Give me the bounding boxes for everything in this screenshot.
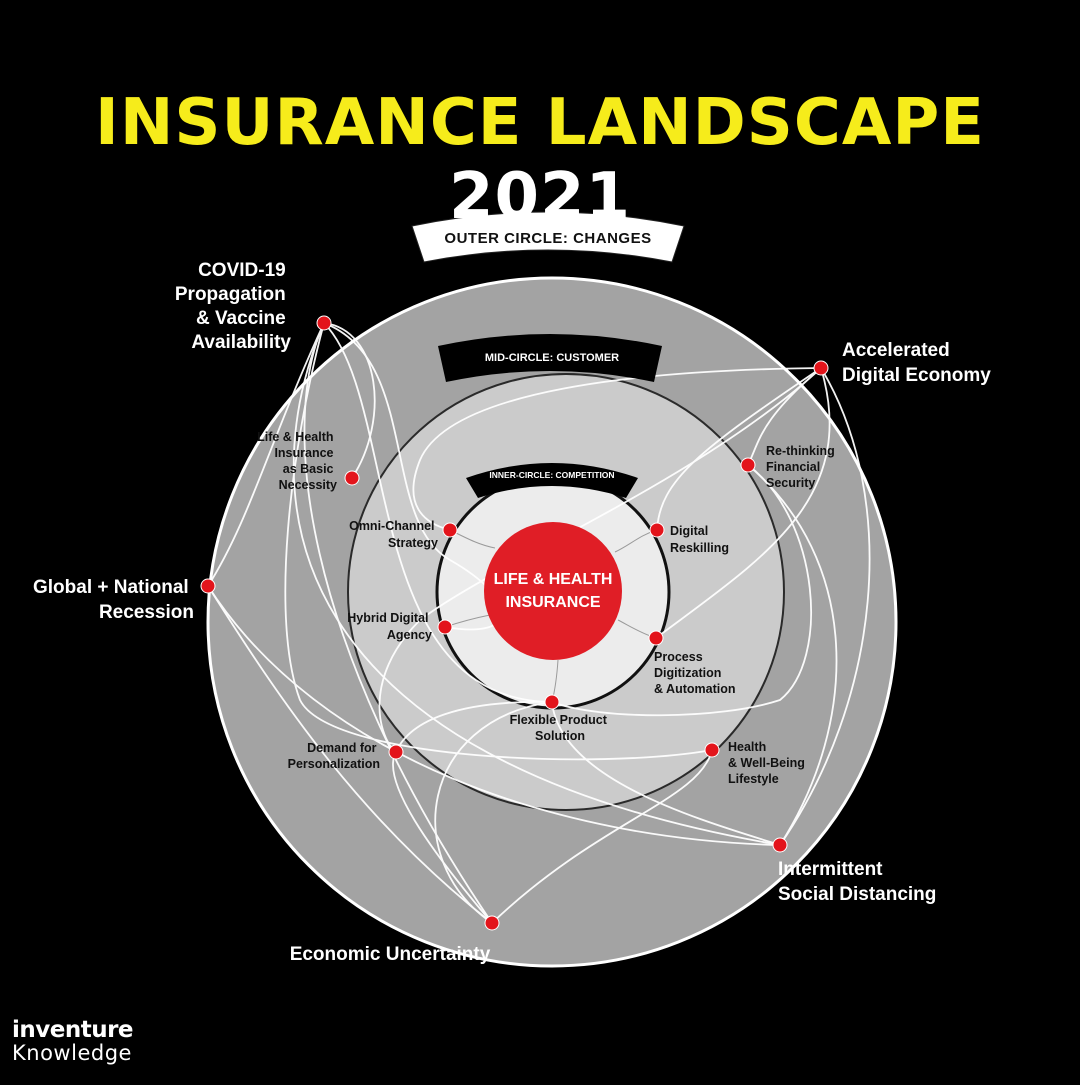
node-dot-basic-necessity[interactable] — [344, 470, 360, 486]
node-dot-economic-uncertainty[interactable] — [484, 915, 500, 931]
page-title: INSURANCE LANDSCAPE 2021 — [0, 86, 1080, 234]
label-digital-reskilling: Digital Reskilling — [670, 524, 729, 555]
label-process-digitization: Process Digitization & Automation — [654, 650, 735, 696]
node-dot-flexible-product[interactable] — [544, 694, 560, 710]
label-social-distancing: Intermittent Social Distancing — [778, 859, 936, 905]
core-label-line2: INSURANCE — [505, 594, 600, 611]
node-dot-financial-security[interactable] — [740, 457, 756, 473]
node-dot-digital-economy[interactable] — [813, 360, 829, 376]
node-dot-digital-reskilling[interactable] — [649, 522, 665, 538]
node-dots — [200, 315, 829, 931]
label-digital-economy: Accelerated Digital Economy — [842, 340, 991, 386]
node-dot-omni-channel[interactable] — [442, 522, 458, 538]
label-wellbeing: Health & Well-Being Lifestyle — [728, 740, 808, 786]
label-hybrid-agency: Hybrid Digital Agency — [347, 611, 432, 642]
brand-line2: Knowledge — [12, 1041, 132, 1065]
mid-circle-banner: MID-CIRCLE: CUSTOMER — [438, 334, 662, 382]
node-dot-process-digitization[interactable] — [648, 630, 664, 646]
label-recession: Global + National Recession — [33, 577, 194, 623]
label-flexible-product: Flexible Product Solution — [510, 713, 611, 743]
label-economic-uncertainty: Economic Uncertainty — [290, 944, 491, 965]
connection-lines — [207, 322, 871, 924]
node-dot-hybrid-agency[interactable] — [437, 619, 453, 635]
core-circle — [484, 522, 622, 660]
label-financial-security: Re-thinking Financial Security — [766, 444, 838, 490]
inner-circle-label: INNER-CIRCLE: COMPETITION — [489, 470, 614, 480]
node-dot-personalization[interactable] — [388, 744, 404, 760]
title-year: 2021 — [448, 160, 632, 234]
mid-circle-label: MID-CIRCLE: CUSTOMER — [485, 352, 619, 364]
outer-circle-banner: OUTER CIRCLE: CHANGES — [411, 211, 685, 263]
brand-line1: inventure — [12, 1017, 134, 1043]
node-dot-social-distancing[interactable] — [772, 837, 788, 853]
node-dot-recession[interactable] — [200, 578, 216, 594]
node-dot-covid[interactable] — [316, 315, 332, 331]
label-omni-channel: Omni-Channel Strategy — [349, 519, 438, 550]
core-label-line1: LIFE & HEALTH — [494, 571, 613, 588]
label-personalization: Demand for Personalization — [288, 741, 380, 771]
node-dot-wellbeing[interactable] — [704, 742, 720, 758]
label-covid: COVID-19 Propagation & Vaccine Availabil… — [175, 260, 292, 353]
inner-circle-banner: INNER-CIRCLE: COMPETITION — [466, 463, 638, 498]
title-main: INSURANCE LANDSCAPE — [95, 86, 985, 160]
outer-circle-label: OUTER CIRCLE: CHANGES — [444, 230, 651, 247]
brand-logo: inventure Knowledge — [12, 1017, 134, 1065]
label-basic-necessity: Life & Health Insurance as Basic Necessi… — [257, 430, 337, 492]
